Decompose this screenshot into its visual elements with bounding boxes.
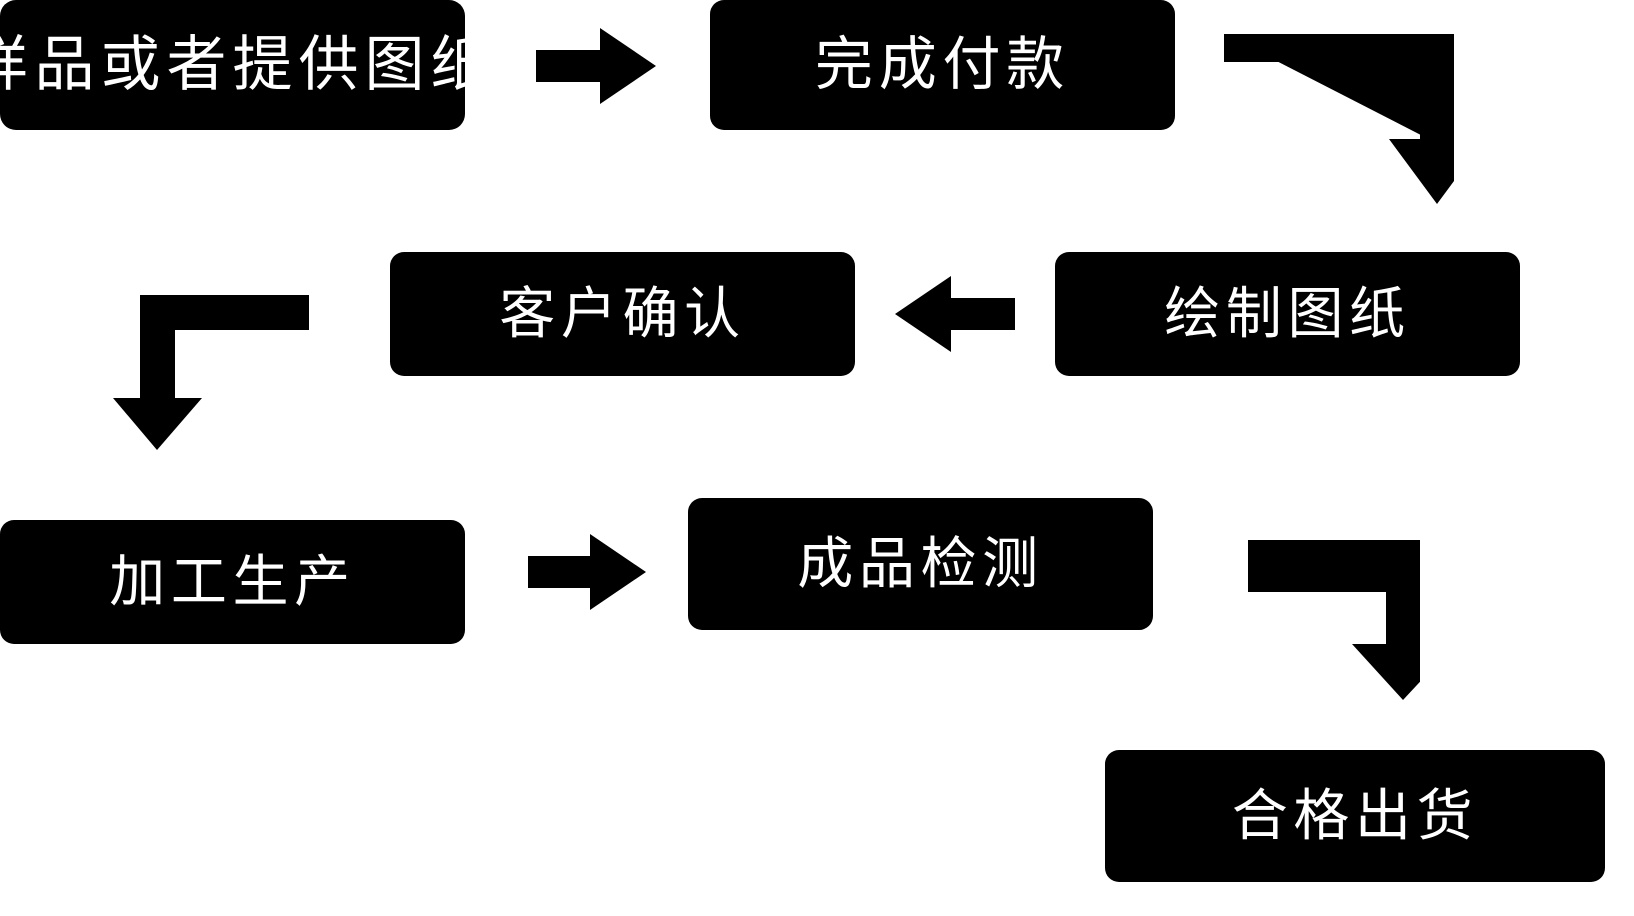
flow-node-label: 完成付款 [814,32,1071,97]
flow-node-label: 合格出货 [1231,784,1479,847]
flow-node-label: 绘制图纸 [1164,282,1411,345]
flow-node-drawing[interactable]: 绘制图纸 [1055,252,1520,376]
arrow-right-icon [536,28,656,104]
arrow-elbow-left-down-icon [113,290,309,450]
flow-node-payment[interactable]: 完成付款 [710,0,1175,130]
arrow-elbow-right-down-icon [1240,540,1420,700]
arrow-right-icon [528,534,646,610]
flow-node-shipment[interactable]: 合格出货 [1105,750,1605,882]
arrow-elbow-right-down-icon [1224,34,1454,204]
flow-node-sample[interactable]: 样品或者提供图纸 [0,0,491,130]
flow-node-label: 加工生产 [109,550,356,613]
arrow-left-icon [895,276,1015,352]
flow-node-production[interactable]: 加工生产 [0,520,465,644]
flow-node-inspection[interactable]: 成品检测 [688,498,1153,630]
flow-node-label: 样品或者提供图纸 [0,31,497,98]
flow-node-label: 客户确认 [499,282,746,345]
flow-node-confirm[interactable]: 客户确认 [390,252,855,376]
flow-node-label: 成品检测 [797,532,1044,595]
